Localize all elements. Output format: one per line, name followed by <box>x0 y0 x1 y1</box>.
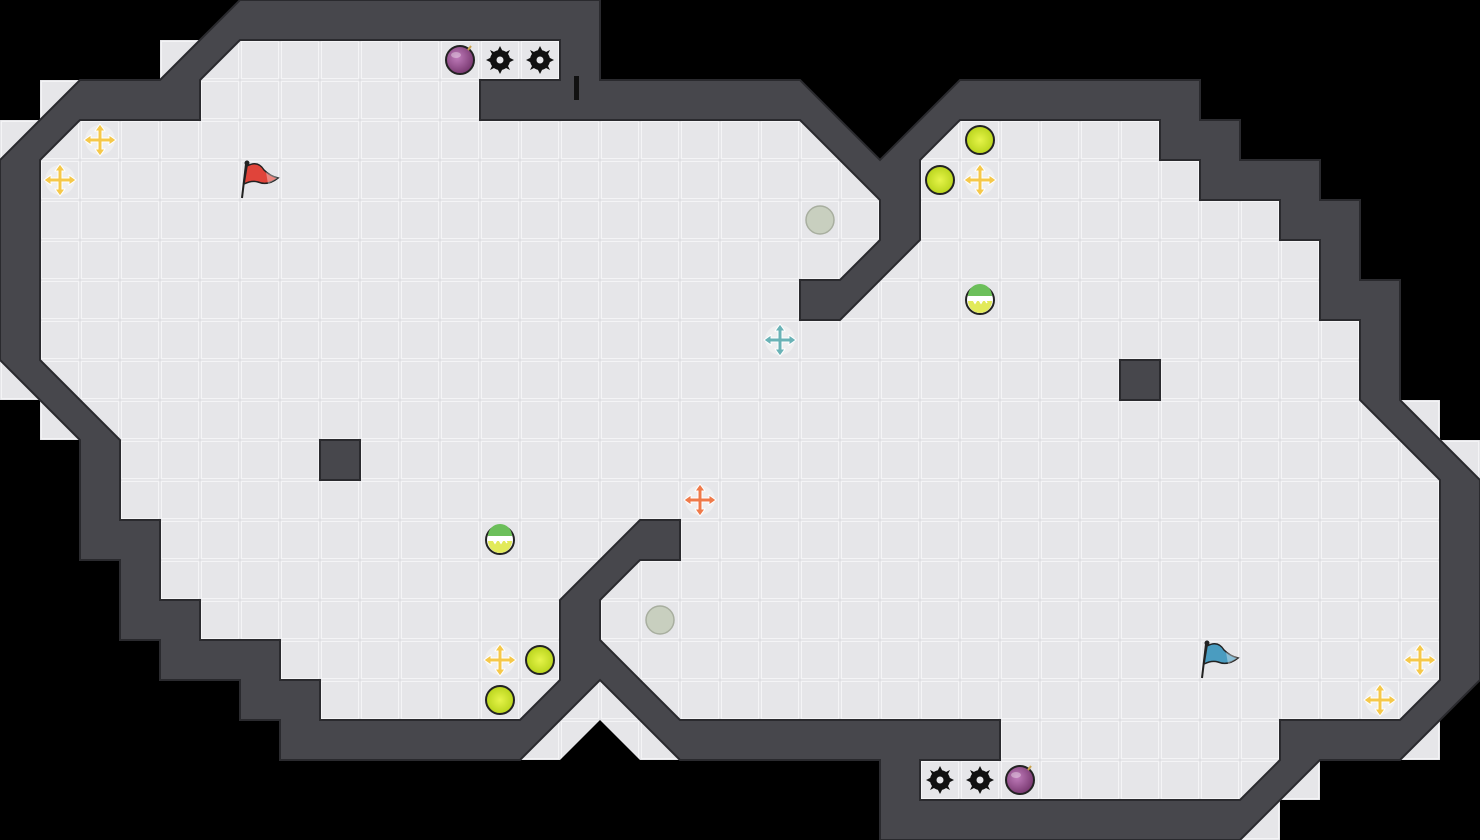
spike-icon <box>926 766 954 794</box>
spike-icon <box>966 766 994 794</box>
red-team-boost-icon <box>683 483 717 517</box>
inactive-powerup-icon <box>645 605 675 635</box>
powerup-icon <box>525 645 555 675</box>
boost-pad-icon <box>83 123 117 157</box>
speed-pad-icon <box>965 284 995 315</box>
powerup-icon <box>925 165 955 195</box>
boost-pad-icon <box>963 163 997 197</box>
boost-pad-icon <box>1363 683 1397 717</box>
powerup-icon <box>485 685 515 715</box>
speed-pad-icon <box>485 524 515 555</box>
bomb-icon <box>445 45 475 75</box>
boost-pad-icon <box>1403 643 1437 677</box>
inactive-powerup-icon <box>805 205 835 235</box>
bomb-icon <box>1005 765 1035 795</box>
spike-icon <box>486 46 514 74</box>
boost-pad-icon <box>43 163 77 197</box>
blue-team-boost-icon <box>763 323 797 357</box>
wall-block <box>1119 359 1161 401</box>
blue-flag-icon <box>1201 640 1240 679</box>
wall-block <box>319 439 361 481</box>
gate-icon <box>574 76 579 100</box>
boost-pad-icon <box>483 643 517 677</box>
powerup-icon <box>965 125 995 155</box>
red-flag-icon <box>241 160 280 199</box>
spike-icon <box>526 46 554 74</box>
